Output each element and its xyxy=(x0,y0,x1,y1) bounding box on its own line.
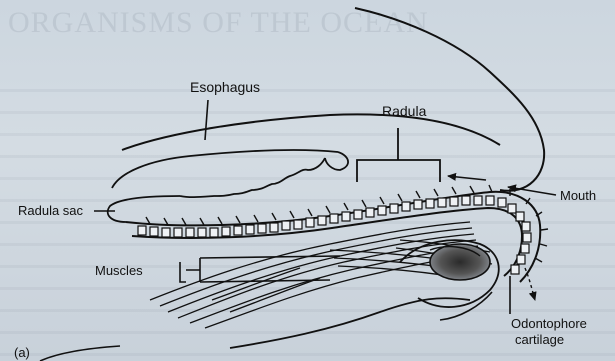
esophagus-loop xyxy=(325,152,348,170)
panel-label: (a) xyxy=(14,345,30,360)
mouth-entry-arrow xyxy=(448,176,486,180)
label-odontophore-line2: cartilage xyxy=(511,332,587,348)
label-mouth: Mouth xyxy=(560,188,596,203)
odontophore-cartilage xyxy=(430,244,490,280)
label-radula: Radula xyxy=(382,104,426,119)
esophagus-lower-wall xyxy=(112,150,338,197)
label-esophagus: Esophagus xyxy=(190,80,260,95)
label-muscles: Muscles xyxy=(95,263,143,278)
radula-sac-outline xyxy=(108,196,180,222)
snout-outline xyxy=(355,8,544,191)
label-odontophore-line1: Odontophore xyxy=(511,316,587,332)
radula-bracket xyxy=(357,128,440,182)
esophagus-upper-wall xyxy=(122,114,500,150)
bottom-left-curve xyxy=(40,346,120,361)
label-odontophore-cartilage: Odontophore cartilage xyxy=(511,316,587,348)
esophagus-leader xyxy=(205,100,208,140)
label-radula-sac: Radula sac xyxy=(18,203,83,218)
muscles-bracket-vertical xyxy=(180,262,186,282)
